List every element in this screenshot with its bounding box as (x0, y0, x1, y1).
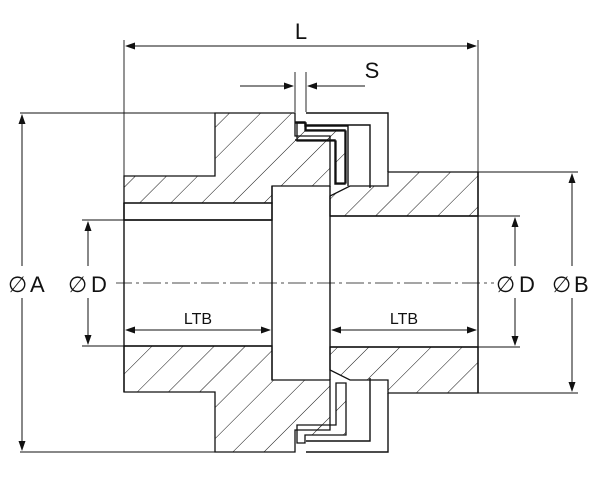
center-body (85, 172, 520, 393)
spacing-label: S (365, 58, 380, 83)
diameter-symbol-a: ∅ (8, 272, 27, 297)
hub-length-left-label: LTB (184, 311, 212, 328)
spider-insert (295, 121, 371, 444)
bore-left-label: D (91, 272, 107, 297)
diameter-symbol-b: ∅ (552, 272, 571, 297)
diameter-symbol-d-right: ∅ (496, 272, 515, 297)
hub-length-right-label: LTB (390, 311, 418, 328)
left-hub (123, 112, 331, 453)
diameter-symbol-d-left: ∅ (68, 272, 87, 297)
hub-diameter-label: B (574, 272, 589, 297)
length-label: L (295, 19, 307, 44)
outer-diameter-label: A (30, 272, 45, 297)
bore-right-label: D (519, 272, 535, 297)
right-hub (306, 112, 479, 453)
